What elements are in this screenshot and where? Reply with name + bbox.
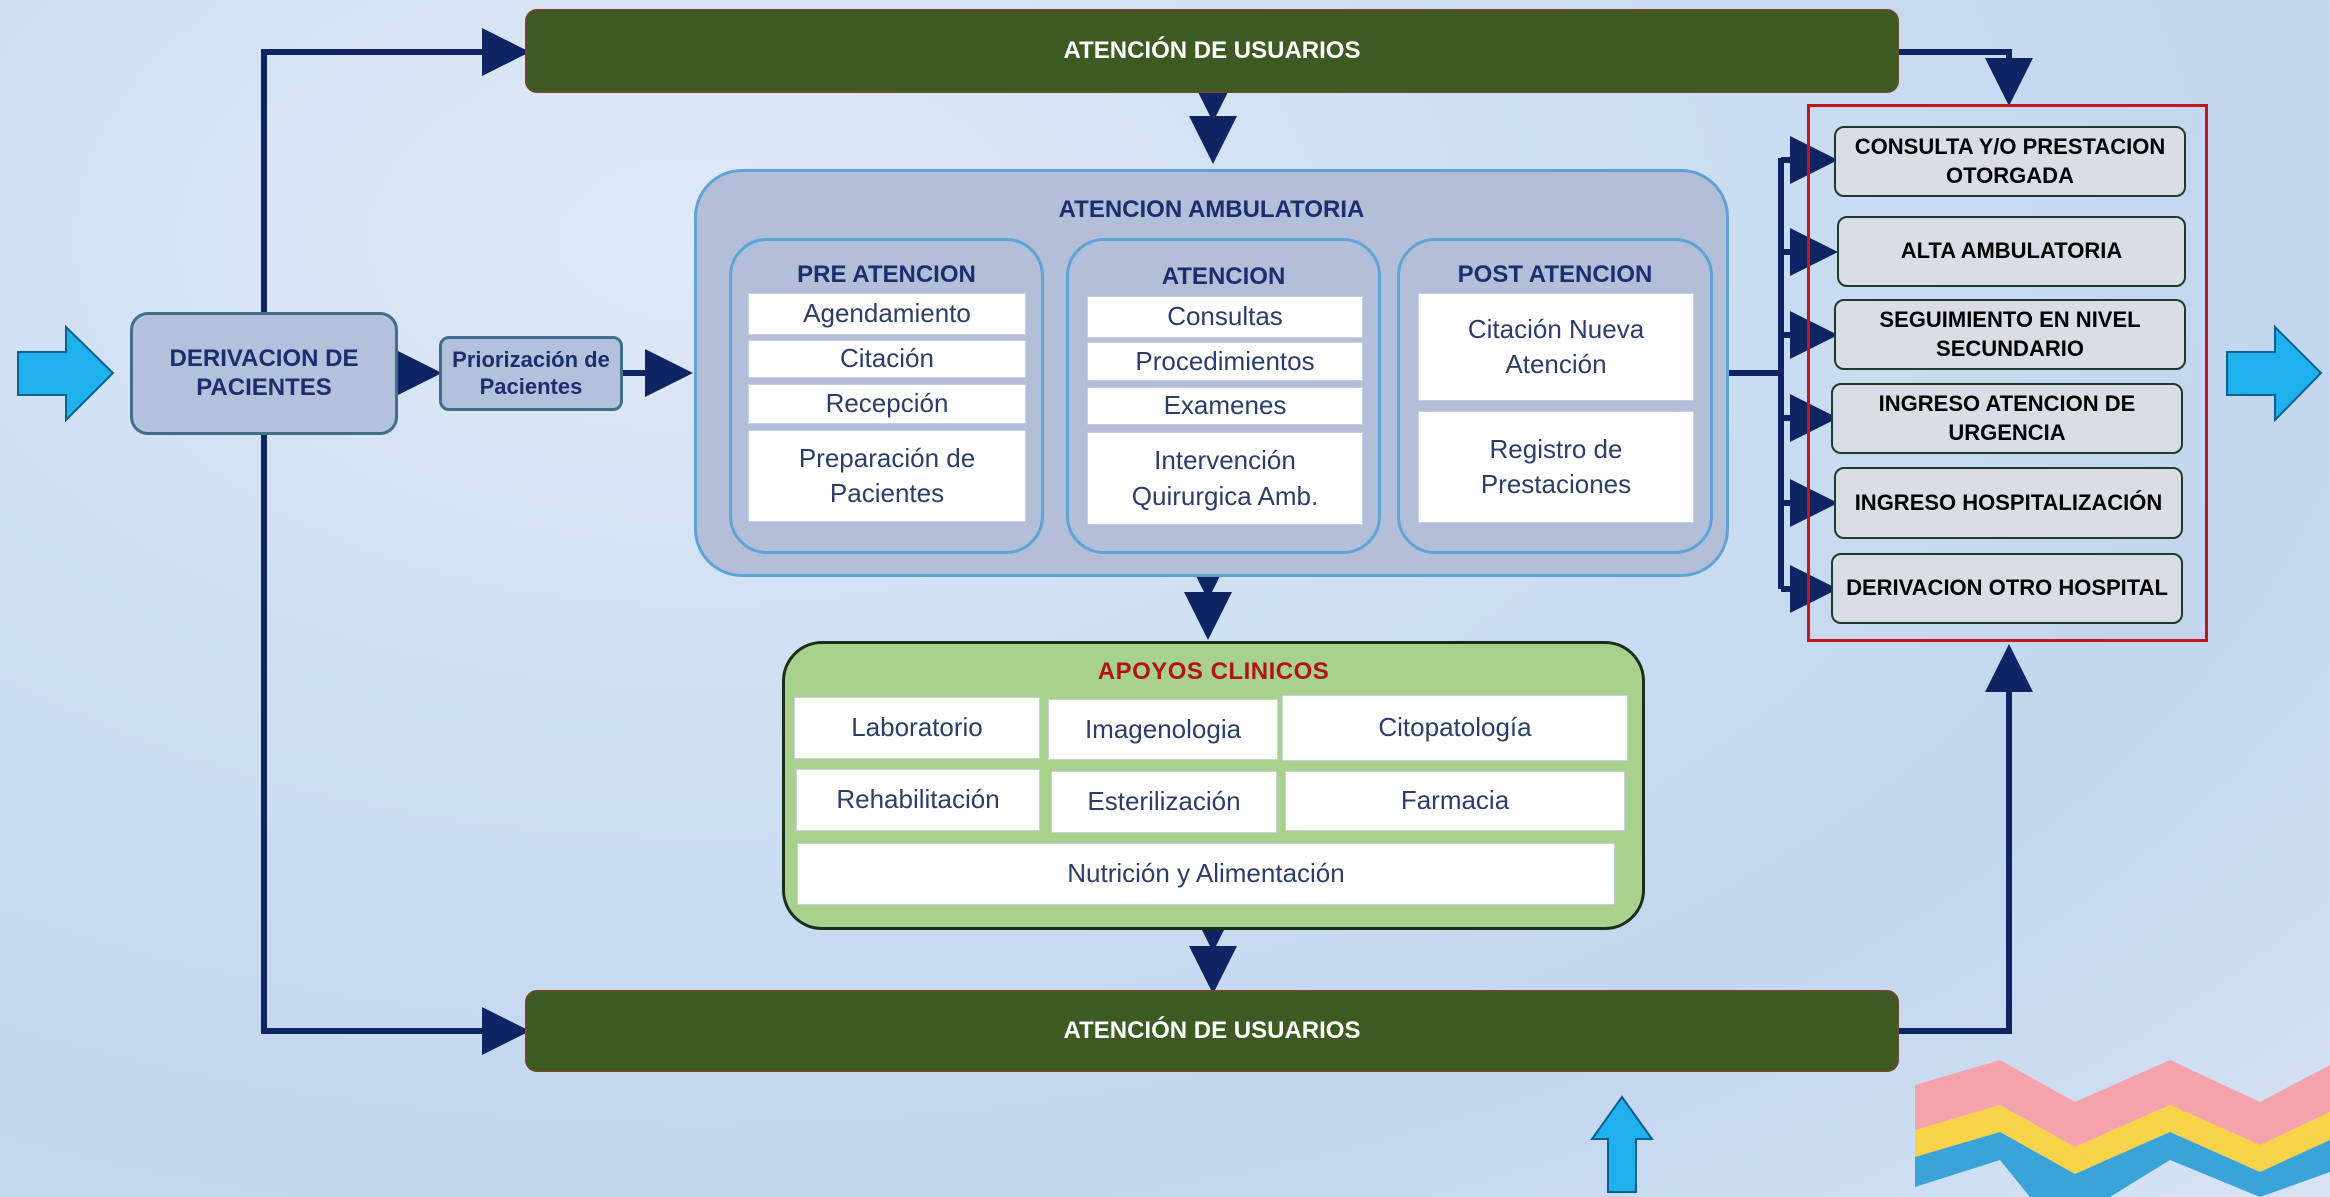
connector-derivacion-top xyxy=(261,28,530,312)
pre-atencion-column: PRE ATENCION Agendamiento Citación Recep… xyxy=(729,238,1044,554)
pre-atencion-item: Agendamiento xyxy=(748,293,1026,335)
outcome-consulta-otorgada: CONSULTA Y/O PRESTACION OTORGADA xyxy=(1834,126,2186,197)
apoyo-item: Rehabilitación xyxy=(796,769,1040,831)
connector-derivacion-bottom xyxy=(261,435,530,1055)
outcome-alta-ambulatoria: ALTA AMBULATORIA xyxy=(1837,216,2186,287)
decorative-zigzag-ribbon xyxy=(1915,1060,2330,1197)
outcome-derivacion-otro-hospital: DERIVACION OTRO HOSPITAL xyxy=(1831,553,2183,624)
outcome-seguimiento-nivel-secundario: SEGUIMIENTO EN NIVEL SECUNDARIO xyxy=(1834,299,2186,370)
input-arrow-icon xyxy=(17,324,115,423)
atencion-ambulatoria-panel: ATENCION AMBULATORIA PRE ATENCION Agenda… xyxy=(694,169,1729,577)
atencion-item: Intervención Quirurgica Amb. xyxy=(1087,432,1363,525)
atencion-item: Examenes xyxy=(1087,387,1363,425)
apoyo-item: Citopatología xyxy=(1282,695,1628,761)
apoyo-item: Imagenologia xyxy=(1048,699,1278,760)
apoyo-item: Laboratorio xyxy=(794,697,1040,759)
atencion-column: ATENCION Consultas Procedimientos Examen… xyxy=(1066,238,1381,554)
priorizacion-pacientes-label: Priorización de Pacientes xyxy=(452,347,610,399)
pre-atencion-item: Recepción xyxy=(748,384,1026,424)
output-arrow-icon xyxy=(2226,324,2323,423)
apoyos-clinicos-title: APOYOS CLINICOS xyxy=(1097,658,1330,685)
outcomes-frame xyxy=(1807,104,2208,642)
pre-atencion-item: Preparación de Pacientes xyxy=(748,430,1026,522)
apoyo-item: Farmacia xyxy=(1285,771,1625,831)
outcome-ingreso-hospitalizacion: INGRESO HOSPITALIZACIÓN xyxy=(1834,467,2183,539)
connector-bottombar-outcomes xyxy=(1899,644,2033,1034)
atencion-item: Procedimientos xyxy=(1087,342,1363,381)
derivacion-pacientes-box: DERIVACION DE PACIENTES xyxy=(130,312,398,435)
atencion-usuarios-top-bar: ATENCIÓN DE USUARIOS xyxy=(525,9,1899,93)
apoyo-item: Nutrición y Alimentación xyxy=(797,843,1615,905)
pre-atencion-title: PRE ATENCION xyxy=(797,261,976,288)
apoyos-clinicos-panel: APOYOS CLINICOS Laboratorio Imagenologia… xyxy=(782,641,1645,930)
post-atencion-item: Citación Nueva Atención xyxy=(1418,293,1694,401)
priorizacion-pacientes-box: Priorización de Pacientes xyxy=(439,336,623,411)
atencion-item: Consultas xyxy=(1087,296,1363,338)
post-atencion-item: Registro de Prestaciones xyxy=(1418,411,1694,523)
atencion-usuarios-bottom-bar: ATENCIÓN DE USUARIOS xyxy=(525,990,1899,1072)
pre-atencion-item: Citación xyxy=(748,340,1026,378)
atencion-ambulatoria-title: ATENCION AMBULATORIA xyxy=(1058,196,1365,223)
post-atencion-title: POST ATENCION xyxy=(1457,261,1653,288)
connector-topbar-outcomes xyxy=(1899,49,2033,106)
atencion-title: ATENCION xyxy=(1161,263,1286,290)
derivacion-pacientes-label: DERIVACION DE PACIENTES xyxy=(169,344,359,401)
atencion-usuarios-top-label: ATENCIÓN DE USUARIOS xyxy=(1063,37,1361,64)
post-atencion-column: POST ATENCION Citación Nueva Atención Re… xyxy=(1397,238,1713,554)
apoyo-item: Esterilización xyxy=(1051,771,1277,833)
outcome-ingreso-urgencia: INGRESO ATENCION DE URGENCIA xyxy=(1831,383,2183,454)
up-arrow-icon xyxy=(1590,1095,1654,1193)
atencion-usuarios-bottom-label: ATENCIÓN DE USUARIOS xyxy=(1063,1017,1361,1044)
